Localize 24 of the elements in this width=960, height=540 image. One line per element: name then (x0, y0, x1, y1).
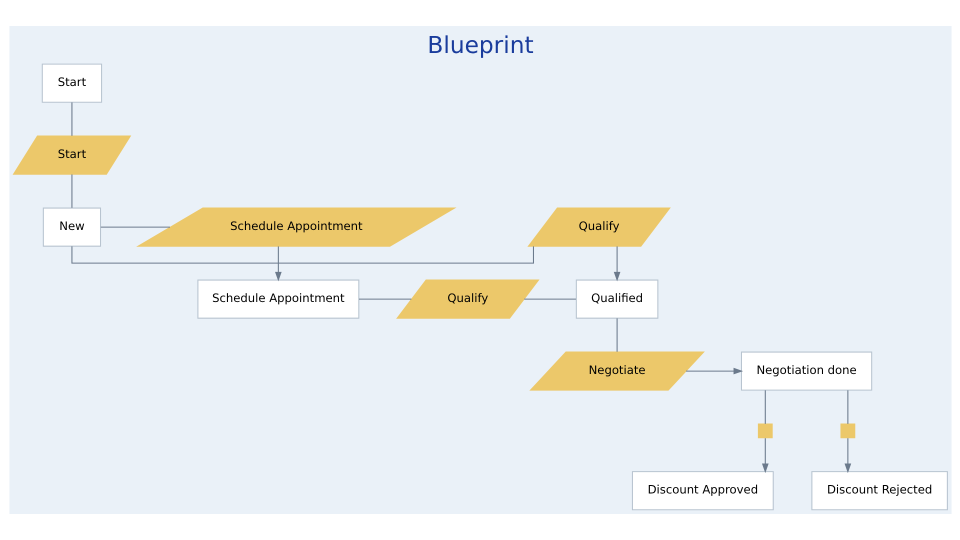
arrow (761, 438, 768, 474)
node-box: Discount Rejected (810, 471, 948, 510)
diagram-title: Blueprint (426, 32, 534, 60)
arrow (613, 246, 620, 282)
connector (524, 298, 576, 300)
arrow (844, 438, 851, 474)
arrow (274, 246, 282, 282)
node-box: Start (41, 64, 102, 103)
connector (358, 298, 411, 300)
node-box: Qualified (575, 280, 658, 319)
connector (846, 390, 848, 424)
connector (70, 174, 72, 208)
connector (764, 390, 766, 424)
node-box: Discount Approved (631, 471, 774, 510)
node-box: Schedule Appointment (196, 280, 359, 319)
arrow (686, 368, 743, 374)
node-box (757, 424, 772, 438)
connector (70, 102, 72, 136)
node-box (840, 424, 855, 438)
connector (100, 226, 170, 228)
node-box: Negotiation done (740, 352, 872, 391)
connector (616, 318, 618, 352)
node-box: New (42, 208, 101, 247)
connector (70, 246, 534, 264)
